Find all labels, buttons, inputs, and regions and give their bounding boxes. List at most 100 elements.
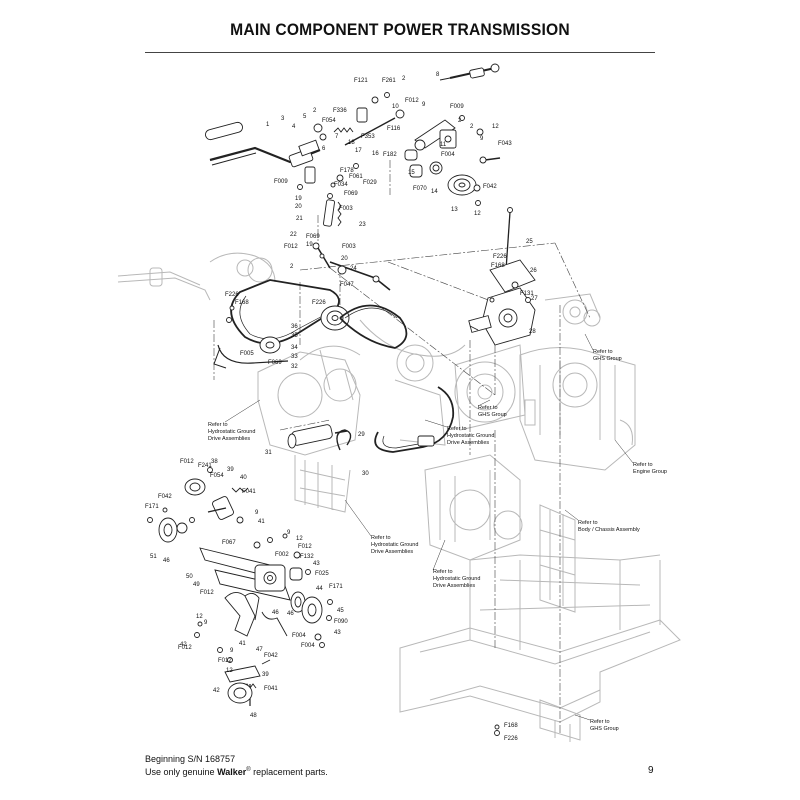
note-leaders: [224, 333, 634, 721]
ghosted-assemblies: [117, 252, 681, 742]
footer-notice: Beginning S/N 168757 Use only genuine Wa…: [145, 754, 328, 778]
callout: 10: [392, 104, 399, 110]
callout: F002: [275, 552, 289, 558]
svg-text:Refer to: Refer to: [593, 349, 613, 355]
callout: 46: [272, 610, 279, 616]
callout: 48: [250, 713, 257, 719]
callout: 23: [359, 222, 366, 228]
callout: 26: [530, 268, 537, 274]
callout: 31: [265, 450, 272, 456]
callout: F353: [361, 134, 375, 140]
callout: F004: [301, 643, 315, 649]
callout: 40: [240, 475, 247, 481]
callout: F171: [145, 504, 159, 510]
callout: 42: [180, 642, 187, 648]
callout: F005: [240, 351, 254, 357]
callout: 45: [337, 608, 344, 614]
svg-text:Body / Chassis Assembly: Body / Chassis Assembly: [578, 527, 640, 533]
callout: F168: [491, 263, 505, 269]
callout: 12: [196, 614, 203, 620]
callout: 6: [322, 146, 326, 152]
callout: F090: [334, 619, 348, 625]
callout: 21: [296, 216, 303, 222]
callout: F043: [498, 141, 512, 147]
callout: 36: [291, 324, 298, 330]
svg-text:Drive Assemblies: Drive Assemblies: [447, 440, 489, 446]
ref-ghs-group-mid: Refer to GHS Group: [478, 405, 507, 418]
callout: 9: [204, 620, 208, 626]
callout: 9: [230, 648, 234, 654]
callout: 46: [287, 611, 294, 617]
svg-text:Drive Assemblies: Drive Assemblies: [208, 436, 250, 442]
callout: 14: [431, 189, 438, 195]
callout: F012: [180, 459, 194, 465]
callout: 43: [313, 561, 320, 567]
callout: F226: [493, 254, 507, 260]
svg-text:Refer to: Refer to: [447, 426, 467, 432]
svg-text:Refer to: Refer to: [208, 422, 228, 428]
callout: F054: [322, 118, 336, 124]
serial-number-note: Beginning S/N 168757: [145, 754, 236, 764]
callout: 39: [262, 672, 269, 678]
callout: 22: [290, 232, 297, 238]
callout: 43: [334, 630, 341, 636]
callout: 47: [256, 647, 263, 653]
ref-engine-group: Refer to Engine Group: [633, 462, 667, 475]
callout: 35: [291, 333, 298, 339]
svg-text:Refer to: Refer to: [478, 405, 498, 411]
callout: 9: [287, 530, 291, 536]
svg-text:GHS Group: GHS Group: [593, 356, 622, 362]
ref-hydrostatic-mid: Refer to Hydrostatic Ground Drive Assemb…: [447, 426, 494, 446]
svg-text:Refer to: Refer to: [371, 535, 391, 541]
callout: 34: [291, 345, 298, 351]
callout: 17: [355, 148, 362, 154]
callout: 28: [529, 329, 536, 335]
callout: 39: [227, 467, 234, 473]
callout: 41: [258, 519, 265, 525]
callout: 5: [303, 114, 307, 120]
callout: F069: [344, 191, 358, 197]
callout: 44: [316, 586, 323, 592]
callout: F171: [329, 584, 343, 590]
page-number: 9: [648, 765, 654, 776]
callout: 20: [341, 256, 348, 262]
callout: F054: [210, 473, 224, 479]
callout: F226: [225, 292, 239, 298]
svg-text:Hydrostatic Ground: Hydrostatic Ground: [371, 542, 418, 548]
callout: F336: [333, 108, 347, 114]
part-callouts: F121 F261 2 8 F012 10 9 F009 2 3 4 5 2 F…: [145, 72, 538, 742]
callout: 38: [211, 459, 218, 465]
callout: F241: [198, 463, 212, 469]
callout: 4: [292, 124, 296, 130]
callout: F168: [504, 723, 518, 729]
svg-text:Drive Assemblies: Drive Assemblies: [371, 549, 413, 555]
svg-text:GHS Group: GHS Group: [590, 726, 619, 732]
callout: 13: [451, 207, 458, 213]
callout: F012: [200, 590, 214, 596]
callout: F061: [349, 174, 363, 180]
callout: 8: [436, 72, 440, 78]
reference-notes: Refer to GHS Group Refer to GHS Group Re…: [208, 349, 667, 732]
callout: F003: [342, 244, 356, 250]
belt-pulley-assembly: [213, 279, 408, 369]
callout: F012: [218, 658, 232, 664]
callout: 27: [531, 296, 538, 302]
callout: 24: [350, 266, 357, 272]
callout: F041: [264, 686, 278, 692]
ref-hydrostatic-low-right: Refer to Hydrostatic Ground Drive Assemb…: [433, 569, 480, 589]
callout: 11: [440, 142, 447, 148]
callout: 19: [306, 242, 313, 248]
brand-name: Walker: [217, 767, 247, 777]
callout: F009: [274, 179, 288, 185]
callout: F012: [284, 244, 298, 250]
callout: F178: [340, 168, 354, 174]
svg-text:Refer to: Refer to: [433, 569, 453, 575]
ref-ghs-group-bottom: Refer to GHS Group: [590, 719, 619, 732]
callout: 3: [281, 116, 285, 122]
callout: 1: [266, 122, 270, 128]
callout: F131: [520, 291, 534, 297]
callout: 2: [458, 118, 462, 124]
ref-hydrostatic-low-center: Refer to Hydrostatic Ground Drive Assemb…: [371, 535, 418, 555]
callout: F042: [158, 494, 172, 500]
